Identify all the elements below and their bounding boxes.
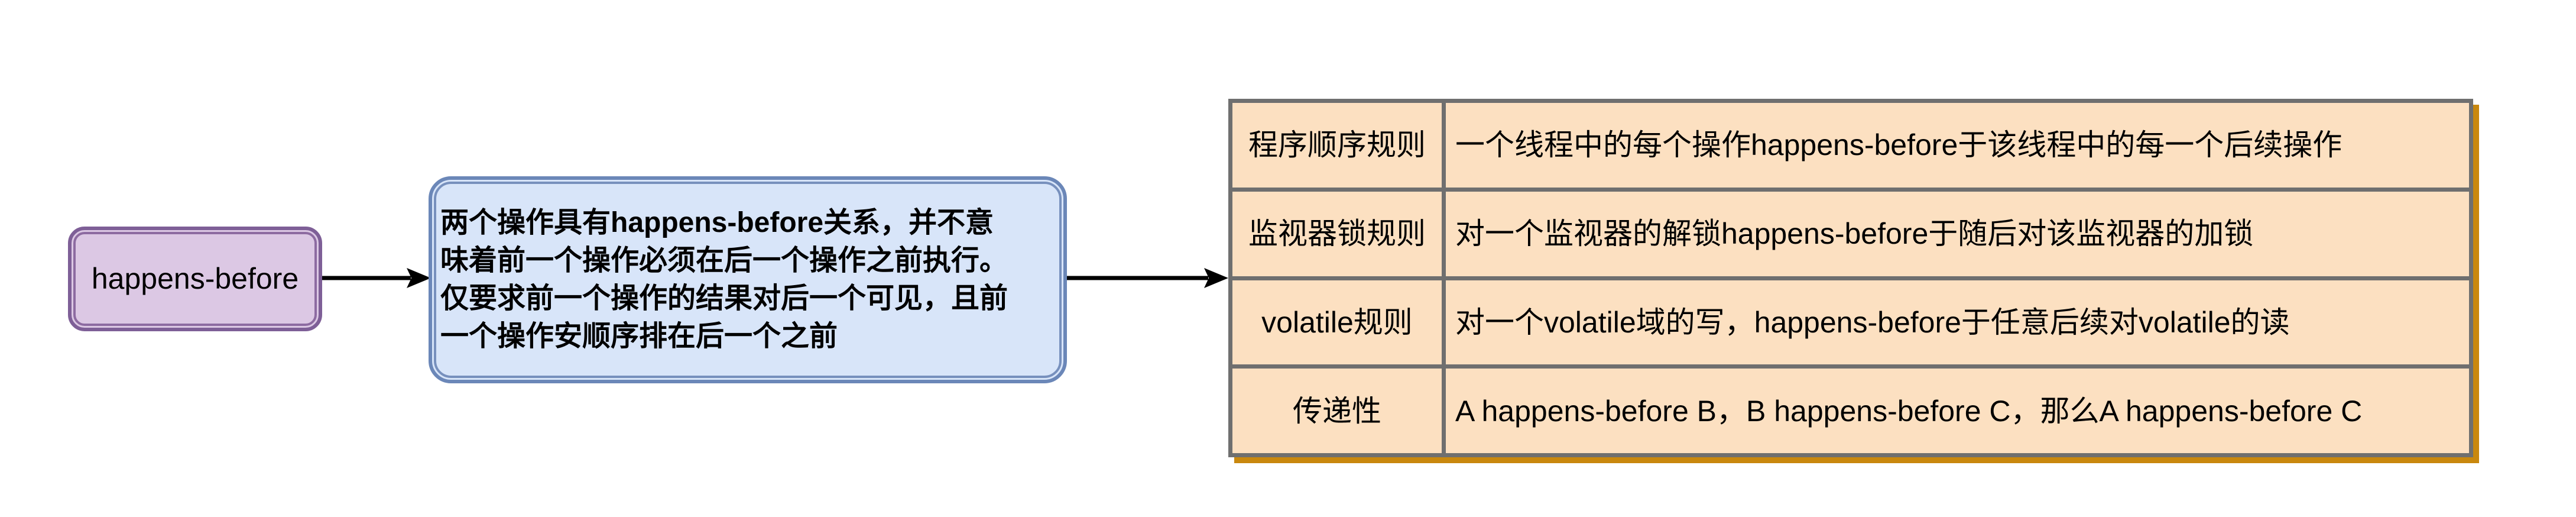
rule-name-cell: 监视器锁规则 [1232, 191, 1442, 276]
rules-table: 程序顺序规则 一个线程中的每个操作happens-before于该线程中的每一个… [1228, 99, 2473, 457]
connector-arrow-2 [1067, 266, 1228, 290]
arrow-right-icon [1067, 268, 1228, 288]
happens-before-node-label: happens-before [91, 262, 299, 295]
rule-description-cell: A happens-before B，B happens-before C，那么… [1446, 369, 2469, 453]
arrowhead-icon [1204, 268, 1228, 288]
arrow-right-icon [322, 268, 431, 288]
rule-description-cell: 对一个监视器的解锁happens-before于随后对该监视器的加锁 [1446, 191, 2469, 276]
definition-node: 两个操作具有happens-before关系，并不意 味着前一个操作必须在后一个… [429, 176, 1067, 383]
connector-arrow-1 [322, 266, 431, 290]
rule-description-cell: 一个线程中的每个操作happens-before于该线程中的每一个后续操作 [1446, 103, 2469, 188]
rule-name-cell: volatile规则 [1232, 280, 1442, 365]
rule-description-cell: 对一个volatile域的写，happens-before于任意后续对volat… [1446, 280, 2469, 365]
definition-node-text: 两个操作具有happens-before关系，并不意 味着前一个操作必须在后一个… [440, 207, 1008, 352]
rule-name-cell: 程序顺序规则 [1232, 103, 1442, 188]
happens-before-node: happens-before [68, 227, 322, 331]
arrowhead-icon [407, 268, 431, 288]
rule-name-cell: 传递性 [1232, 369, 1442, 453]
